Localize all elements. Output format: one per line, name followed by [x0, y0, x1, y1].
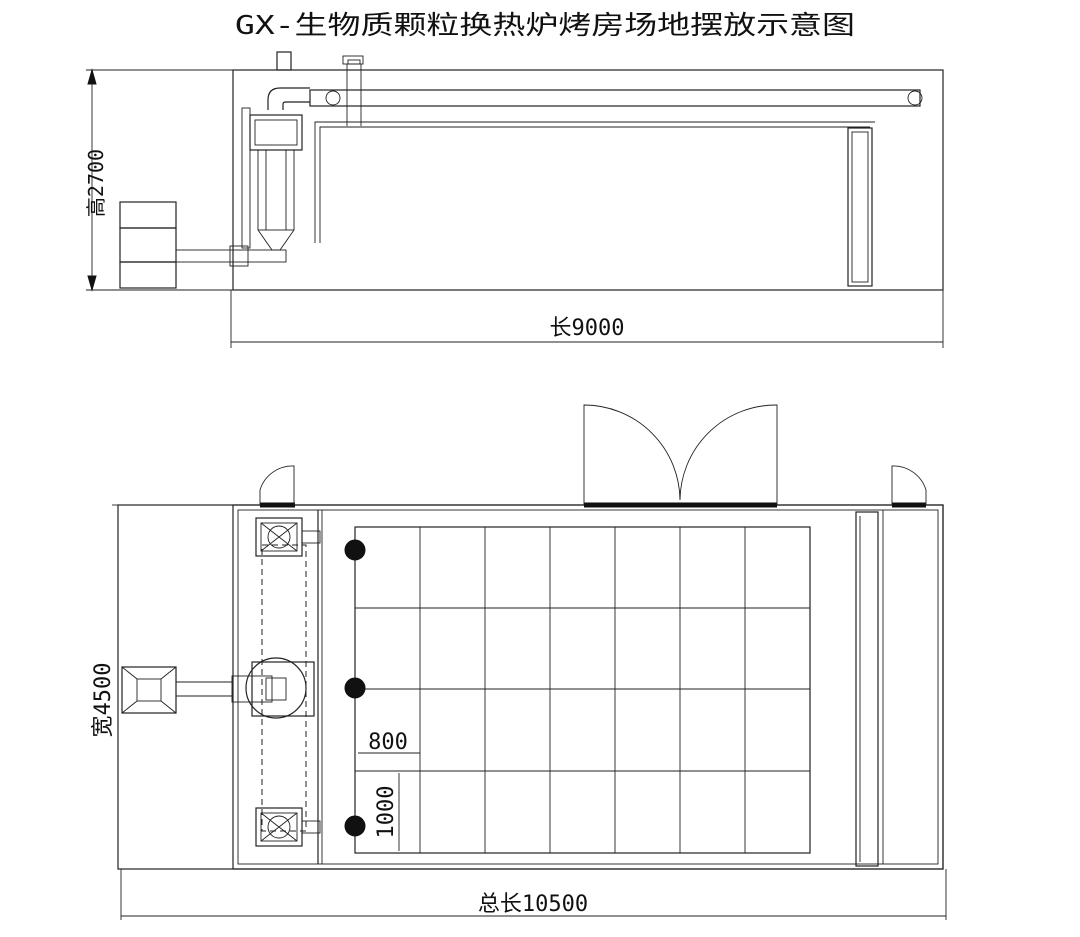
fan-unit-bottom — [255, 807, 321, 847]
inner-wall-line — [314, 121, 875, 243]
post-middle — [344, 677, 366, 699]
door-main-double — [583, 404, 778, 508]
elbow-pipe — [267, 87, 310, 110]
cell-height-label: 1000 — [374, 786, 399, 839]
door-left-small — [259, 465, 295, 508]
rack-grid — [354, 526, 811, 854]
cell-width-label: 800 — [368, 730, 408, 755]
elevation-view: 高2700 长9000 — [84, 51, 944, 348]
burner-pipe — [175, 249, 287, 263]
fan-top-icon — [267, 525, 291, 549]
inner-wall-line-2 — [319, 126, 870, 243]
height-label: 高2700 — [84, 149, 108, 217]
heat-exchanger-plan — [231, 657, 315, 719]
height-arrow-bottom — [87, 275, 97, 292]
post-bottom — [344, 815, 366, 837]
length-label: 长9000 — [550, 316, 625, 341]
chamber-side-outline — [232, 69, 944, 291]
plan-door-panel — [855, 511, 879, 867]
total-length-label: 总长10500 — [478, 892, 588, 917]
fan-bottom-icon — [267, 815, 291, 839]
door-right-small — [891, 465, 927, 508]
burner-plan — [121, 666, 177, 714]
duct-roller-right — [907, 90, 923, 106]
chimney — [276, 51, 292, 71]
post-top — [344, 539, 366, 561]
chamber-plan-outline — [232, 504, 944, 870]
side-door-panel-inner — [851, 131, 869, 283]
top-duct — [309, 89, 921, 107]
side-door-panel — [847, 127, 873, 287]
fan-unit-top — [255, 517, 321, 557]
duct-roller-left — [325, 90, 341, 106]
height-arrow-top — [87, 68, 97, 85]
plan-outline — [117, 504, 944, 870]
burner-body — [119, 227, 177, 263]
burner-hopper — [119, 201, 177, 229]
cyclone-cone — [257, 229, 295, 251]
width-label: 宽4500 — [91, 663, 116, 738]
drawing-title: GX-生物质颗粒换热炉烤房场地摆放示意图 — [235, 11, 855, 41]
conveyor-path — [261, 544, 307, 832]
rack-grid-outline — [354, 526, 811, 854]
cyclone-body — [257, 149, 295, 231]
burner-base — [119, 261, 177, 289]
plan-view: 800 1000 宽4500 总长10500 — [91, 404, 947, 920]
